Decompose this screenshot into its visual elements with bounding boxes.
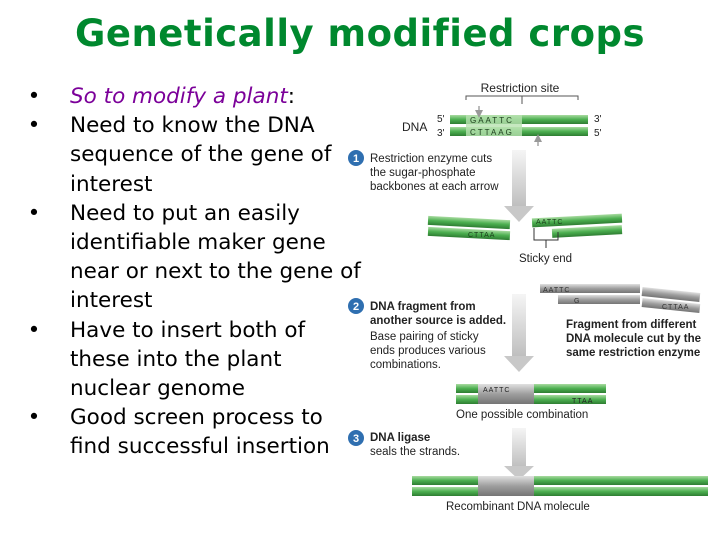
bullet-dot: •	[27, 113, 41, 139]
one-possible-label: One possible combination	[456, 409, 588, 421]
step-badge	[348, 298, 364, 314]
bullet-text: :	[287, 84, 296, 109]
bullet-text: Good screen process to find successful i…	[70, 405, 330, 460]
dna-label: DNA	[402, 120, 427, 134]
strand-end-label: 5'	[437, 114, 445, 125]
step-badge	[348, 430, 364, 446]
sequence-bottom: CTTAAG	[470, 128, 514, 137]
restriction-bracket	[465, 95, 579, 104]
restriction-site-label: Restriction site	[481, 81, 560, 95]
fragment-sequence: CTTAA	[662, 304, 689, 311]
step-badge	[348, 150, 364, 166]
bullet-dot: •	[27, 200, 41, 226]
bullet-item: • Need to know the DNA sequence of the ge…	[22, 111, 362, 199]
step-number: 1	[353, 153, 359, 165]
gray-fragment: AATTC G CTTAA	[540, 284, 701, 314]
bullet-item: • Have to insert both of these into the p…	[22, 316, 362, 404]
step2-bold: DNA fragment from	[370, 301, 476, 313]
fragment-sequence: G	[574, 298, 579, 305]
strand-end-label: 3'	[437, 128, 445, 139]
sticky-end-bracket	[533, 228, 559, 248]
bullet-highlight: So to modify a plant	[70, 84, 288, 109]
step1-text: the sugar-phosphate	[370, 167, 476, 179]
bullet-dot: •	[27, 317, 41, 343]
step2-text: combinations.	[370, 359, 441, 371]
bullet-item: • Need to put an easily identifiable make…	[22, 199, 362, 316]
step2-bold: another source is added.	[370, 315, 506, 327]
step3-bold: DNA ligase	[370, 432, 430, 444]
flow-arrow	[504, 150, 534, 480]
fragment-sequence: AATTC	[543, 287, 570, 294]
combined-dna: AATTC TTAA	[456, 384, 606, 405]
bullet-list: • So to modify a plant: • Need to know the…	[22, 82, 362, 462]
bullet-dot: •	[27, 84, 41, 109]
step-number: 3	[353, 433, 359, 445]
step2-text: ends produces various	[370, 345, 486, 357]
sequence-top: GAATTC	[470, 116, 514, 125]
step1-text: Restriction enzyme cuts	[370, 153, 492, 165]
combo-sequence: TTAA	[572, 398, 593, 405]
dna-fragment-right: AATTC	[531, 213, 623, 238]
bullet-text: Have to insert both of these into the pl…	[70, 317, 306, 402]
bullet-text: Need to put an easily identifiable maker…	[70, 200, 361, 314]
fragment-caption: Fragment from different	[566, 319, 697, 331]
bullet-dot: •	[27, 405, 41, 431]
recombinant-label: Recombinant DNA molecule	[446, 501, 590, 513]
sticky-sequence: CTTAA	[468, 232, 495, 239]
restriction-site-highlight	[466, 115, 522, 136]
sticky-sequence: AATTC	[536, 219, 563, 226]
strand-end-label: 3'	[594, 114, 602, 125]
fragment-caption: same restriction enzyme	[566, 347, 700, 359]
recombinant-dna	[412, 476, 708, 496]
strand-end-label: 5'	[594, 128, 602, 139]
slide-title: Genetically modified crops	[74, 12, 646, 55]
step3-text: seals the strands.	[370, 446, 460, 458]
combo-sequence: AATTC	[483, 387, 510, 394]
sticky-end-label: Sticky end	[519, 253, 572, 265]
step1-text: backbones at each arrow	[370, 181, 499, 193]
bullet-item: • Good screen process to find successful …	[22, 403, 362, 461]
step-number: 2	[353, 301, 359, 313]
bullet-text: Need to know the DNA sequence of the gen…	[70, 113, 332, 197]
bullet-item: • So to modify a plant:	[22, 82, 362, 111]
dna-fragment-left: CTTAA	[427, 215, 511, 241]
fragment-caption: DNA molecule cut by the	[566, 333, 701, 345]
step2-text: Base pairing of sticky	[370, 331, 479, 343]
